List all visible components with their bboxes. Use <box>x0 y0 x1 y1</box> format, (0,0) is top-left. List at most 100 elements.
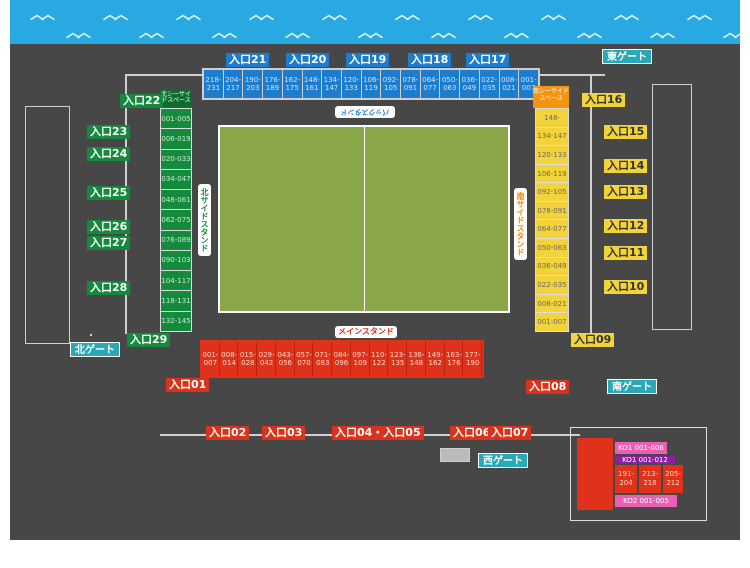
seat-block[interactable]: 008-021 <box>536 294 568 313</box>
seat-block[interactable]: 120-133 <box>341 70 361 98</box>
seat-block[interactable]: 090-103 <box>161 250 191 271</box>
seat-block[interactable]: 001-005 <box>161 109 191 129</box>
seat-block[interactable]: 020-033 <box>161 149 191 169</box>
wave-icon: ︿︿ <box>285 25 310 41</box>
entrance-08: 入口08 <box>526 380 570 394</box>
seat-block[interactable]: 123-135 <box>389 342 408 376</box>
wave-icon: ︿︿ <box>541 7 566 23</box>
entrance-01: 入口01 <box>166 378 210 392</box>
entrance-14: 入口14 <box>604 159 648 173</box>
seat-block[interactable]: 097-109 <box>351 342 370 376</box>
wave-icon: ︿︿ <box>176 7 201 23</box>
wave-icon: ︿︿ <box>30 7 55 23</box>
wave-icon: ︿︿ <box>139 25 164 41</box>
pitch <box>218 125 510 313</box>
seat-block[interactable]: 043-056 <box>276 342 295 376</box>
wave-icon: ︿︿ <box>650 25 675 41</box>
seat-block[interactable]: 006-019 <box>161 129 191 149</box>
west-gate: 西ゲート <box>478 453 528 468</box>
seat-block[interactable]: 062-075 <box>161 210 191 230</box>
inset-block-213-218: 213-218 <box>639 465 661 493</box>
wave-icon: ︿︿ <box>322 7 347 23</box>
wave-icon: ︿︿ <box>577 25 602 41</box>
entrance-22: 入口22 <box>120 94 164 108</box>
seat-block[interactable]: 120-133 <box>536 146 568 164</box>
entrance-18: 入口18 <box>408 53 452 67</box>
entrance-17: 入口17 <box>466 53 510 67</box>
entrance-02: 入口02 <box>206 426 250 440</box>
wave-icon: ︿︿ <box>103 7 128 23</box>
seat-block[interactable]: 218-231 <box>204 70 223 98</box>
entrance-04-05: 入口04・入口05 <box>332 426 424 440</box>
seat-block[interactable]: 176-189 <box>263 70 282 98</box>
entrance-28: 入口28 <box>87 281 131 295</box>
seat-block[interactable]: 057-070 <box>295 342 314 376</box>
seat-block[interactable]: 071-083 <box>314 342 333 376</box>
seat-block[interactable]: 177-190 <box>464 342 483 376</box>
seat-block[interactable]: 149-162 <box>426 342 445 376</box>
entrance-12: 入口12 <box>604 219 648 233</box>
seat-block[interactable]: 134-147 <box>536 127 568 146</box>
entrance-26: 入口26 <box>87 220 131 234</box>
seat-block[interactable]: 034-047 <box>161 169 191 190</box>
entrance-27: 入口27 <box>87 236 131 250</box>
inset-red-column <box>577 438 613 510</box>
seat-block[interactable]: 008-021 <box>499 70 519 98</box>
seat-block[interactable]: 029-042 <box>258 342 276 376</box>
wave-icon: ︿︿ <box>358 25 383 41</box>
seat-block[interactable]: 134-147 <box>322 70 341 98</box>
inset-ko1-b: KO1 001-012 <box>615 456 675 464</box>
seat-block[interactable]: 036-049 <box>536 257 568 276</box>
wave-icon: ︿︿ <box>212 25 237 41</box>
seat-block[interactable]: 076-089 <box>161 230 191 250</box>
seat-block[interactable]: 084-096 <box>333 342 351 376</box>
header-banner: ︿︿︿︿︿︿︿︿︿︿︿︿︿︿︿︿︿︿︿︿︿︿︿︿︿︿︿︿︿︿︿︿︿︿︿︿︿︿︿︿ <box>10 0 740 44</box>
seat-block[interactable]: 064-077 <box>536 220 568 239</box>
main-stand-label: メインスタンド <box>335 326 397 338</box>
north-gate: 北ゲート <box>70 342 120 357</box>
seat-block[interactable]: 050-063 <box>440 70 460 98</box>
north-side-stand-label: 北サイドスタンド <box>198 184 211 256</box>
seat-block[interactable]: 204-217 <box>223 70 243 98</box>
seat-block[interactable]: 148-161 <box>302 70 322 98</box>
seat-block[interactable]: 001-007 <box>202 342 220 376</box>
seat-block[interactable]: 008-014 <box>220 342 239 376</box>
seat-block[interactable]: 036-049 <box>460 70 479 98</box>
south-gate: 南ゲート <box>607 379 657 394</box>
seat-block[interactable]: 078-091 <box>536 201 568 220</box>
entrance-11: 入口11 <box>604 246 648 260</box>
seat-block[interactable]: 048-061 <box>161 190 191 210</box>
seat-block[interactable]: 104-117 <box>161 271 191 291</box>
wave-icon: ︿︿ <box>395 7 420 23</box>
seat-block[interactable]: 132-145 <box>161 311 191 331</box>
seat-block[interactable]: 064-077 <box>420 70 440 98</box>
seat-block[interactable]: 110-122 <box>370 342 389 376</box>
seat-block[interactable]: 148- <box>536 109 568 127</box>
seat-block[interactable]: 190-203 <box>243 70 263 98</box>
seat-block[interactable]: 162-175 <box>282 70 302 98</box>
back-stand-label: バックスタンド <box>335 106 395 118</box>
seat-block[interactable]: 022-035 <box>479 70 499 98</box>
seat-block[interactable]: 118-131 <box>161 291 191 311</box>
wave-icon: ︿︿ <box>614 7 639 23</box>
inset-block-191-204: 191-204 <box>615 465 637 493</box>
seat-block[interactable]: 050-063 <box>536 239 568 257</box>
seat-block[interactable]: 001-007 <box>536 313 568 331</box>
seat-block[interactable]: 092-105 <box>381 70 401 98</box>
seat-block[interactable]: 163-176 <box>445 342 464 376</box>
seat-block[interactable]: 136-148 <box>408 342 426 376</box>
wave-icon: ︿︿ <box>249 7 274 23</box>
seat-block[interactable]: 078-091 <box>401 70 420 98</box>
seat-block[interactable]: 022-035 <box>536 276 568 294</box>
south-building <box>652 84 692 330</box>
seat-block[interactable]: 106-119 <box>361 70 381 98</box>
seat-block[interactable]: 092-105 <box>536 183 568 201</box>
seat-block[interactable]: 015-028 <box>239 342 258 376</box>
stairs <box>440 448 470 462</box>
seat-block[interactable]: 106-119 <box>536 164 568 183</box>
entrance-06: 入口06 <box>450 426 494 440</box>
entrance-29: 入口29 <box>127 333 171 347</box>
